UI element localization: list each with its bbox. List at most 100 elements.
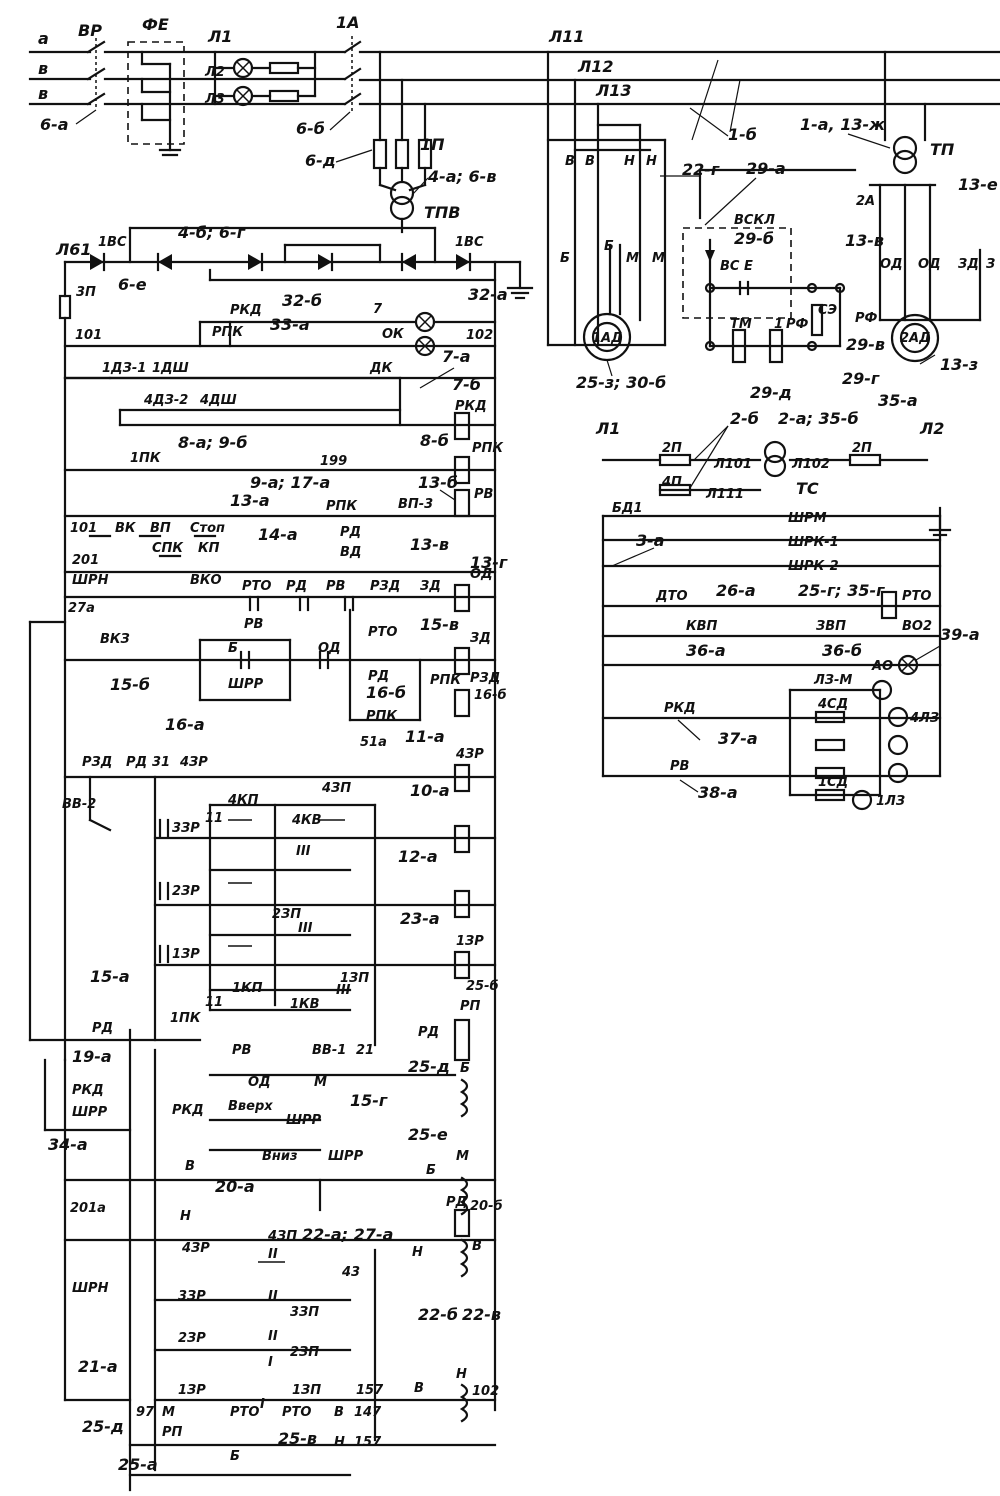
label-ao: АО <box>871 659 893 674</box>
label-1vs-right: 1ВС <box>455 235 484 250</box>
label-rpk-3: РПК <box>430 673 462 688</box>
label-ref-23a: 23-а <box>400 909 440 928</box>
label-n-5: Н <box>624 154 635 169</box>
label-n-3: Н <box>456 1367 467 1382</box>
label-ref-13v-2: 13-в <box>845 231 884 250</box>
label-ref-26a: 26-а <box>716 581 756 600</box>
door-switches <box>100 377 395 1401</box>
label-ref-25a: 25-а <box>118 1455 158 1474</box>
label-ref-16b: 16-б <box>366 683 406 702</box>
label-rzd-2: РЗД <box>470 671 500 686</box>
label-vp: ВП <box>150 521 171 536</box>
label-rkd-1: РКД <box>230 303 262 318</box>
label-ref-20b: 20-б <box>470 1199 503 1214</box>
label-dk: ДК <box>369 361 394 376</box>
label-147: 147 <box>354 1405 382 1420</box>
label-ref-34a: 34-а <box>48 1135 88 1154</box>
label-v-2: В <box>472 1239 482 1254</box>
label-27a: 27а <box>68 601 95 616</box>
label-v-1: В <box>185 1159 195 1174</box>
label-ref-20a: 20-а <box>215 1177 255 1196</box>
label-4p: 4П <box>661 475 682 490</box>
label-v-6: В <box>585 154 595 169</box>
label-b-6: Б <box>604 239 614 254</box>
rung-lamps-ok <box>198 311 497 357</box>
label-ref-29g: 29-г <box>842 369 880 388</box>
label-ref-13z: 13-з <box>940 355 978 374</box>
label-ref-14a: 14-а <box>258 525 298 544</box>
label-rto-3: РТО <box>230 1405 259 1420</box>
label-ref-22g: 22-г <box>682 160 720 179</box>
label-4zr-2: 4ЗР <box>181 1241 210 1256</box>
label-ref-33a: 33-а <box>270 315 310 334</box>
label-shrr-1: ШРР <box>228 677 264 692</box>
label-rd-5: РД <box>418 1025 439 1040</box>
label-n-6: Н <box>646 154 657 169</box>
door-contact-chain <box>63 376 497 427</box>
label-rf-2: РФ <box>855 311 878 326</box>
label-rd-1: РД <box>340 525 361 540</box>
label-b-1: Б <box>228 641 238 656</box>
label-roman-2b: II <box>268 1289 278 1304</box>
label-ref-29a: 29-а <box>746 159 786 178</box>
label-vs-e: ВС Е <box>720 259 753 274</box>
label-rpk-1: РПК <box>212 325 244 340</box>
label-coil-rv: РВ <box>474 487 494 502</box>
label-4dsh: 4ДШ <box>199 393 237 408</box>
transformer-tp <box>868 50 982 363</box>
label-tp: ТП <box>930 140 955 159</box>
label-rd-3: РД <box>368 669 389 684</box>
label-b-2: Б <box>460 1061 470 1076</box>
label-phase-a: а <box>38 29 49 48</box>
label-3zr-2: 3ЗР <box>178 1289 206 1304</box>
label-rd-6: РД <box>92 1021 113 1036</box>
label-z-trunc: З <box>986 257 995 272</box>
label-up: Вверх <box>228 1099 273 1114</box>
label-1zr-2: 1ЗР <box>178 1383 206 1398</box>
label-157: 157 <box>356 1383 384 1398</box>
label-1pk: 1ПК <box>130 451 162 466</box>
tc-section <box>601 440 952 811</box>
label-ref-13a: 13-а <box>230 491 270 510</box>
label-rpk-2: РПК <box>326 499 358 514</box>
label-2zp: 2ЗП <box>272 907 301 922</box>
label-11: 11 <box>205 811 223 826</box>
label-rv-3: РВ <box>244 617 264 632</box>
label-spk: СПК <box>152 541 184 556</box>
label-rto-1: РТО <box>242 579 271 594</box>
label-coil-rpk: РПК <box>472 441 504 456</box>
label-roman-3b: III <box>298 921 313 936</box>
leader-lines <box>75 59 941 793</box>
label-n-1: Н <box>180 1209 191 1224</box>
label-ref-4a-6v: 4-а; 6-в <box>427 167 496 186</box>
label-rd-2: РД <box>286 579 307 594</box>
label-l101: Л101 <box>713 457 752 472</box>
label-ref-35a: 35-а <box>878 391 918 410</box>
label-1dz1: 1ДЗ-1 <box>102 361 146 376</box>
label-ref-16b2: 16-б <box>474 688 507 703</box>
label-ref-6b: 6-б <box>296 119 325 138</box>
contact-symbols <box>88 534 422 1047</box>
label-ref-2a-35b: 2-а; 35-б <box>778 409 859 428</box>
label-sz: СЭ <box>818 303 838 318</box>
label-l111: Л111 <box>705 487 744 502</box>
label-shrn: ШРН <box>72 573 109 588</box>
label-ref-3a: 3-а <box>636 531 665 550</box>
label-roman-2c: II <box>268 1329 278 1344</box>
label-1zr: 1ЗР <box>172 947 200 962</box>
label-ref-21a: 21-а <box>78 1357 118 1376</box>
label-ref-16a: 16-а <box>165 715 205 734</box>
label-l1-right: Л1 <box>595 419 620 438</box>
label-coil-zd: ЗД <box>470 631 491 646</box>
label-ref-15g: 15-г <box>350 1091 388 1110</box>
label-43: 43 <box>341 1265 360 1280</box>
label-102b: 102 <box>472 1384 499 1399</box>
control-vskl <box>682 168 857 364</box>
label-rv-2: РВ <box>326 579 346 594</box>
label-ref-8a-9b: 8-а; 9-б <box>178 433 247 452</box>
label-l12: Л12 <box>577 57 614 76</box>
label-lz-m: ЛЗ-М <box>813 673 852 688</box>
label-ref-29d: 29-д <box>750 383 792 402</box>
label-shrn-2: ШРН <box>72 1281 109 1296</box>
label-shrr-3: ШРР <box>286 1113 322 1128</box>
